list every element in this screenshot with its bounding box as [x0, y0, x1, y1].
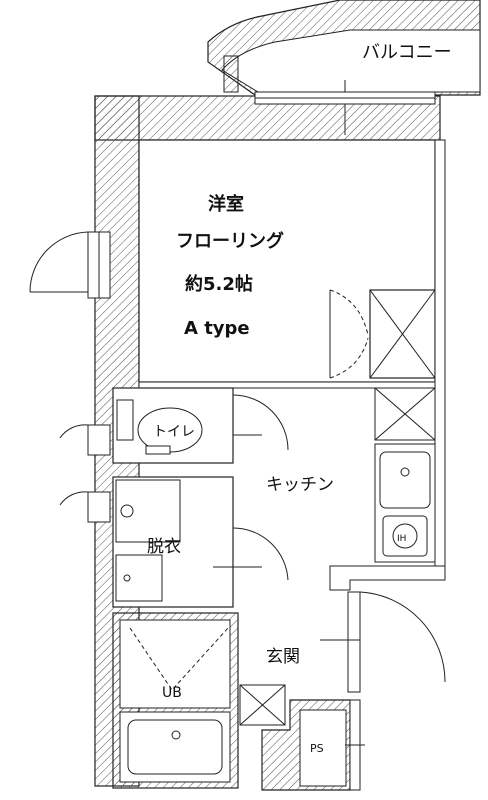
room-size: 約5.2帖 — [185, 273, 253, 295]
right-walls — [320, 139, 446, 693]
changing-label: 脱衣 — [147, 537, 181, 557]
ih-label: IH — [397, 534, 406, 544]
closet — [329, 289, 436, 379]
bath-label: UB — [162, 685, 182, 701]
balcony-label: バルコニー — [362, 42, 452, 63]
room-name: 洋室 — [208, 193, 244, 215]
kitchen-label: キッチン — [266, 475, 334, 495]
ps-label: PS — [310, 742, 324, 755]
changing-room: 脱衣 — [59, 476, 289, 608]
room-type: A type — [184, 318, 250, 339]
kitchen: IH キッチン — [266, 387, 436, 563]
room-floor: フローリング — [176, 230, 284, 252]
entrance-label: 玄関 — [266, 647, 300, 667]
entrance: 玄関 — [239, 647, 300, 726]
toilet-room: トイレ — [59, 387, 289, 464]
balcony: バルコニー — [207, 0, 481, 135]
pipe-space: PS — [261, 699, 365, 791]
bathroom: UB — [112, 612, 239, 789]
room-window — [29, 231, 111, 299]
toilet-label: トイレ — [153, 424, 195, 440]
